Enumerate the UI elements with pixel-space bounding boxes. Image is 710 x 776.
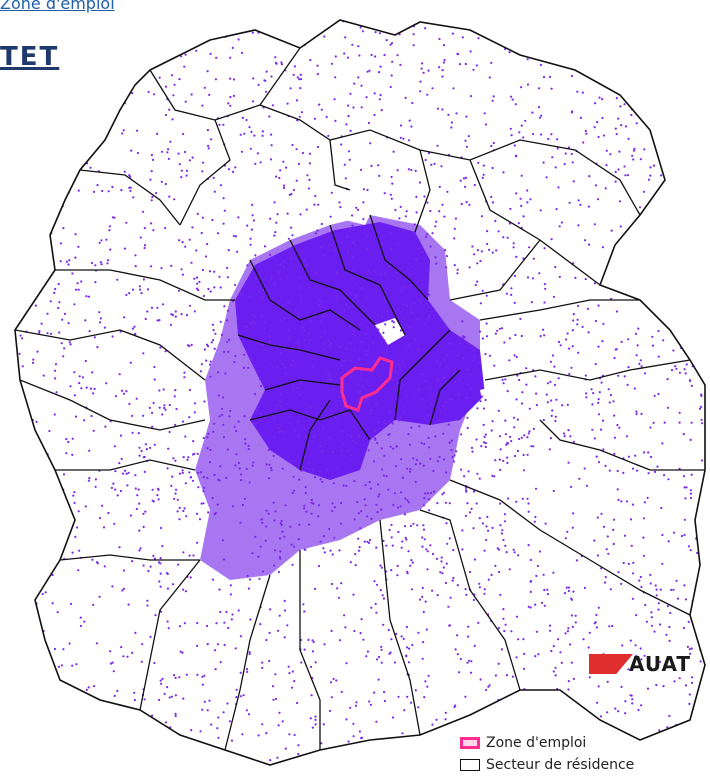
zone-swatch-icon bbox=[460, 737, 480, 749]
sector-swatch-icon bbox=[460, 759, 480, 771]
zone-emploi-outline bbox=[340, 356, 394, 412]
page-title: TET bbox=[0, 42, 60, 72]
sector-boundary-26 bbox=[237, 334, 341, 361]
sector-boundaries bbox=[15, 47, 705, 751]
legend-item-sector: Secteur de résidence bbox=[460, 754, 634, 776]
sector-boundary-17 bbox=[449, 479, 691, 616]
sector-boundary-11 bbox=[59, 554, 200, 561]
sector-boundary-19 bbox=[484, 359, 691, 381]
sector-boundary-16 bbox=[419, 509, 521, 691]
sector-boundary-24 bbox=[329, 224, 406, 336]
sector-boundary-10 bbox=[55, 459, 196, 471]
auat-logo-mark-icon bbox=[589, 654, 633, 674]
sector-boundary-5 bbox=[469, 159, 601, 286]
empty-area-2 bbox=[375, 318, 405, 345]
sector-boundary-9 bbox=[19, 379, 206, 431]
sector-boundary-1 bbox=[179, 119, 231, 226]
empty-area-0 bbox=[180, 195, 260, 265]
sector-boundary-8 bbox=[15, 329, 206, 381]
sector-boundary-12 bbox=[139, 559, 201, 711]
sector-boundary-4 bbox=[414, 149, 431, 233]
legend-label-sector: Secteur de résidence bbox=[486, 757, 635, 773]
sector-boundary-27 bbox=[249, 409, 371, 441]
empty-area-5 bbox=[525, 65, 665, 185]
legend-item-zone: Zone d'emploi bbox=[460, 732, 634, 754]
sector-boundary-21 bbox=[449, 239, 541, 301]
empty-area-4 bbox=[415, 20, 540, 120]
sector-boundary-31 bbox=[264, 379, 341, 391]
sector-boundary-22 bbox=[249, 259, 361, 331]
sector-boundary-30 bbox=[429, 369, 461, 426]
auat-logo-text: AUAT bbox=[629, 652, 692, 676]
sector-boundary-15 bbox=[379, 519, 421, 736]
sector-boundary-13 bbox=[224, 574, 271, 751]
sector-boundary-25 bbox=[369, 214, 429, 301]
territory-border bbox=[14, 19, 706, 766]
legend-label-zone: Zone d'emploi bbox=[486, 735, 587, 751]
sector-boundary-6 bbox=[79, 169, 181, 226]
sector-boundary-23 bbox=[289, 239, 376, 326]
empty-area-3 bbox=[480, 380, 540, 450]
sector-boundary-18 bbox=[539, 419, 705, 471]
sector-boundary-14 bbox=[299, 550, 321, 750]
zone-emploi-link[interactable]: Zone d'emploi bbox=[0, 0, 115, 13]
sector-boundary-28 bbox=[299, 399, 331, 471]
auat-logo: AUAT bbox=[589, 652, 701, 676]
sector-boundary-7 bbox=[55, 269, 235, 301]
sector-boundary-2 bbox=[259, 104, 641, 216]
sector-boundary-29 bbox=[394, 329, 451, 421]
legend: Zone d'emploi Secteur de résidence bbox=[460, 732, 634, 776]
sector-boundary-3 bbox=[329, 139, 351, 191]
sector-boundary-20 bbox=[479, 299, 640, 321]
